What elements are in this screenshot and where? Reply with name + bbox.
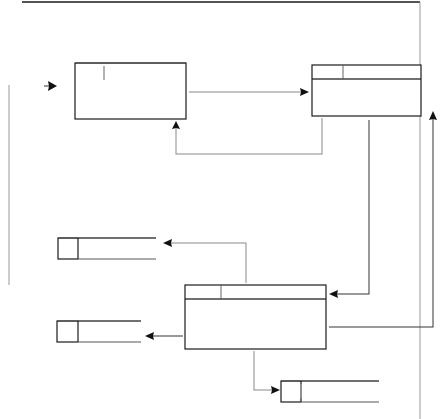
edge-a-to-b [189, 88, 309, 96]
edge-c-to-d [163, 239, 247, 283]
edge-b-to-c [329, 120, 370, 298]
node-c[interactable] [184, 284, 327, 350]
edge-c-to-b [329, 111, 437, 328]
edge-b-to-a [172, 118, 323, 155]
edge-c-to-f [253, 351, 280, 394]
node-d[interactable] [57, 237, 156, 260]
node-a[interactable] [74, 62, 187, 120]
edge-c-to-e [145, 332, 183, 340]
entry-arrow [44, 81, 57, 91]
node-f[interactable] [280, 380, 379, 403]
node-e[interactable] [56, 320, 141, 343]
node-b[interactable] [311, 64, 422, 117]
